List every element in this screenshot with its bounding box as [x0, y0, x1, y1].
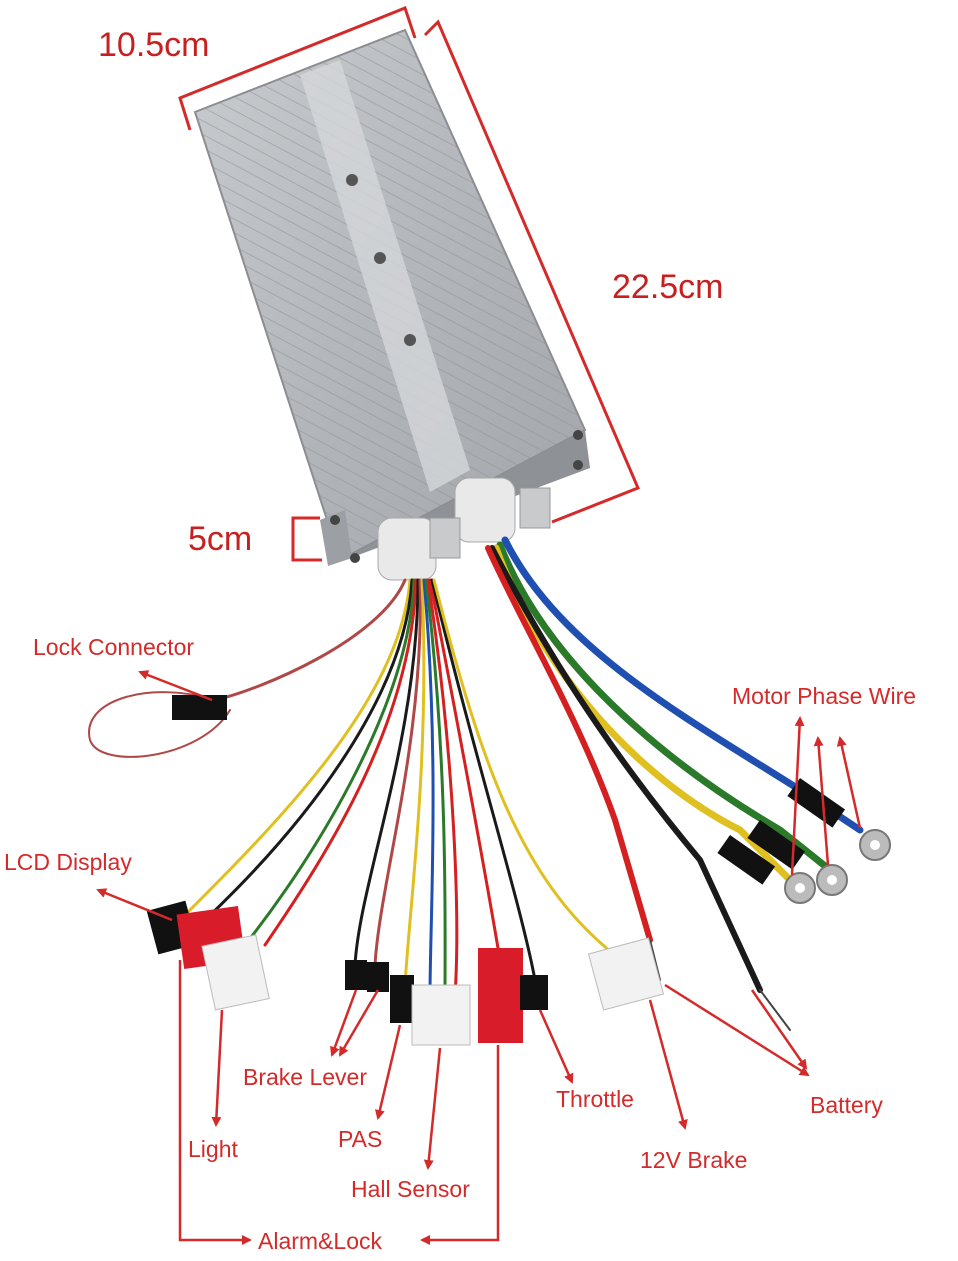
- alarm-lock-connector: [478, 948, 523, 1043]
- screw: [573, 430, 583, 440]
- brake-lever-label: Brake Lever: [243, 1064, 368, 1090]
- alarm-lock-label: Alarm&Lock: [258, 1228, 382, 1254]
- hall-sensor-connector: [411, 984, 471, 1046]
- battery-label: Battery: [810, 1092, 883, 1118]
- connectors: [146, 695, 665, 1046]
- dimension-brackets: [178, 6, 640, 562]
- center-rib: [300, 60, 470, 492]
- lock-connector-plug: [172, 695, 227, 720]
- throttle-label: Throttle: [556, 1086, 634, 1112]
- pas-label: PAS: [338, 1126, 383, 1152]
- screw: [346, 174, 358, 186]
- cable-gland-right: [454, 477, 516, 543]
- lcd-display-label: LCD Display: [4, 849, 132, 875]
- motor-phase-wire-label: Motor Phase Wire: [732, 683, 917, 709]
- screw: [404, 334, 416, 346]
- signal-wire-bundle: [88, 578, 617, 997]
- lock-connector-label: Lock Connector: [33, 634, 195, 660]
- screw: [330, 515, 340, 525]
- brake-12v-connector: [587, 937, 665, 1011]
- dimension-width-label: 10.5cm: [98, 26, 210, 64]
- dimension-height-label: 5cm: [188, 520, 253, 558]
- hall-sensor-label: Hall Sensor: [351, 1176, 470, 1202]
- light-connector: [201, 934, 270, 1011]
- power-cables: [485, 536, 864, 1031]
- light-label: Light: [188, 1136, 238, 1162]
- cable-gland-left: [377, 517, 437, 581]
- ring-terminals: [784, 829, 891, 904]
- annotation-arrows: [96, 670, 862, 1245]
- controller-housing: [193, 28, 590, 581]
- screw: [374, 252, 386, 264]
- screw: [350, 553, 360, 563]
- brake-12v-label: 12V Brake: [640, 1147, 748, 1173]
- dimension-length-label: 22.5cm: [612, 268, 724, 306]
- screw: [573, 460, 583, 470]
